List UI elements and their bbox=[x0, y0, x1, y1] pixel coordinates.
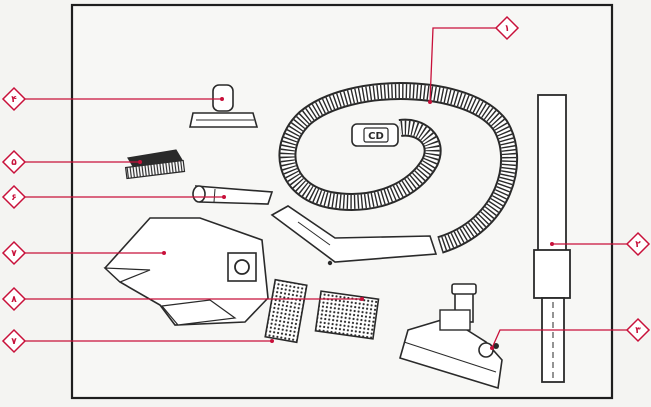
callout-floor-nozzle: ۳ bbox=[627, 319, 649, 341]
callout-filter-large: ۸ bbox=[3, 288, 25, 310]
callout-bag: ۷ bbox=[3, 242, 25, 264]
callout-upholstery: ۴ bbox=[3, 88, 25, 110]
callout-wand: ۲ bbox=[627, 233, 649, 255]
filter-large bbox=[315, 291, 378, 339]
callout-label-floor-nozzle: ۳ bbox=[635, 326, 641, 336]
callout-label-upholstery: ۴ bbox=[11, 95, 17, 105]
callout-label-wand: ۲ bbox=[635, 240, 641, 250]
callout-crevice: ۶ bbox=[3, 186, 25, 208]
callout-label-crevice: ۶ bbox=[11, 193, 17, 203]
callout-brush: ۵ bbox=[3, 151, 25, 173]
hose-marking: CD bbox=[368, 131, 384, 142]
callout-label-filter-small: ۷ bbox=[11, 337, 17, 347]
callout-label-filter-large: ۸ bbox=[11, 295, 17, 305]
callout-label-bag: ۷ bbox=[11, 249, 17, 259]
callout-filter-small: ۷ bbox=[3, 330, 25, 352]
callout-label-brush: ۵ bbox=[11, 158, 17, 168]
callout-label-hose: ۱ bbox=[504, 24, 510, 34]
